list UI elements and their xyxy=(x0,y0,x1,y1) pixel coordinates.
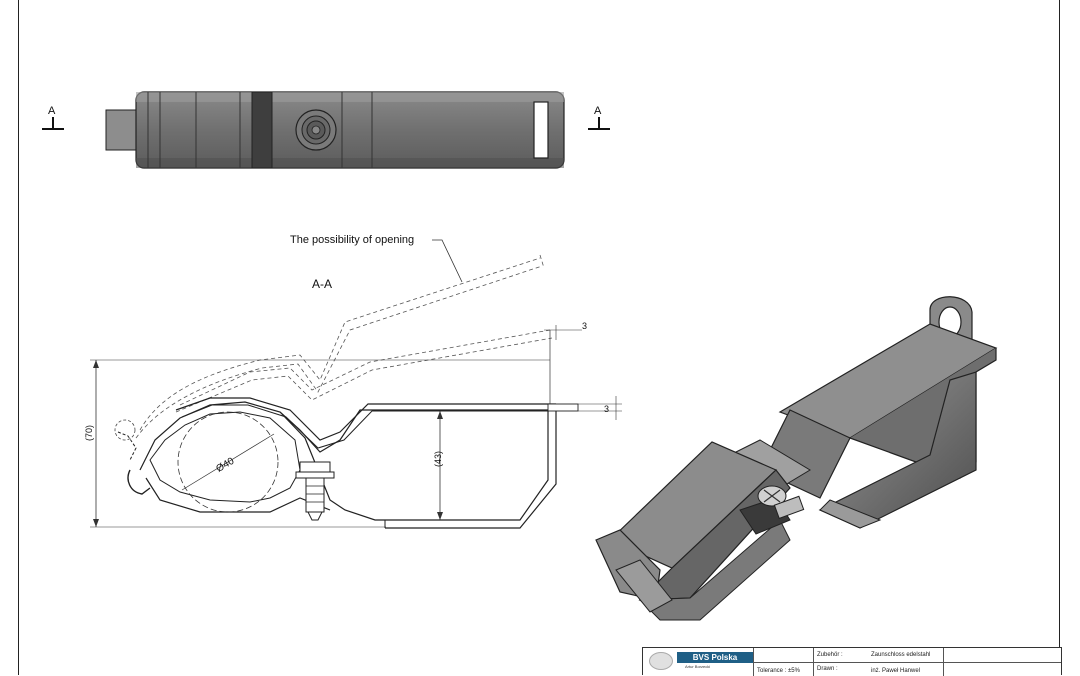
section-label: A-A xyxy=(312,277,332,291)
dimension-70: (70) xyxy=(84,359,550,528)
iso-screw-icon xyxy=(739,485,805,535)
clamp-upper-arm xyxy=(175,397,556,441)
field1-value: Zaunschloss edelstahl xyxy=(871,652,931,658)
drawing-frame xyxy=(18,0,1060,675)
opening-note: The possibility of opening xyxy=(290,234,414,246)
clamp-outer-profile xyxy=(139,401,549,521)
dimension-3-right-label: 3 xyxy=(604,404,609,414)
section-view: Ø40 xyxy=(114,254,579,529)
top-view-body xyxy=(135,91,565,169)
field1-label: Zubehör : xyxy=(817,652,843,658)
isometric-view xyxy=(595,296,998,621)
top-view-slot xyxy=(533,101,549,159)
hinge-hook xyxy=(127,469,151,495)
section-marker-left-label: A xyxy=(48,105,56,117)
dimension-3-top: 3 xyxy=(544,321,587,340)
diameter-line xyxy=(181,433,275,491)
bolt-icon xyxy=(295,461,335,521)
title-block: BVS Polska Artur Borzecki Zubehör : Zaun… xyxy=(642,647,1062,676)
section-marker-right: A xyxy=(588,105,610,130)
field2-value: inż. Paweł Hanwel xyxy=(871,668,921,674)
dimension-3-top-label: 3 xyxy=(582,321,587,331)
dimension-43-label: (43) xyxy=(433,451,443,467)
company-name: BVS Polska xyxy=(677,652,753,663)
section-marker-left: A xyxy=(42,105,64,130)
section-marker-right-label: A xyxy=(594,105,602,117)
dimension-3-right: 3 xyxy=(578,396,622,420)
field2-label: Drawn : xyxy=(817,666,838,672)
top-view-hinge xyxy=(105,109,139,151)
bolt-head-icon xyxy=(295,109,337,151)
open-position-outline xyxy=(135,254,553,439)
tube-diameter-circle xyxy=(177,411,279,513)
dimension-70-label: (70) xyxy=(84,425,94,441)
company-logo: BVS Polska Artur Borzecki xyxy=(645,650,753,676)
top-view xyxy=(105,91,565,169)
dimension-43: (43) xyxy=(433,411,443,520)
company-subtitle: Artur Borzecki xyxy=(685,664,711,669)
opening-note-leader xyxy=(432,239,463,283)
plate-tip xyxy=(547,403,579,412)
tolerance-label: Tolerance : ±5% xyxy=(757,668,800,674)
